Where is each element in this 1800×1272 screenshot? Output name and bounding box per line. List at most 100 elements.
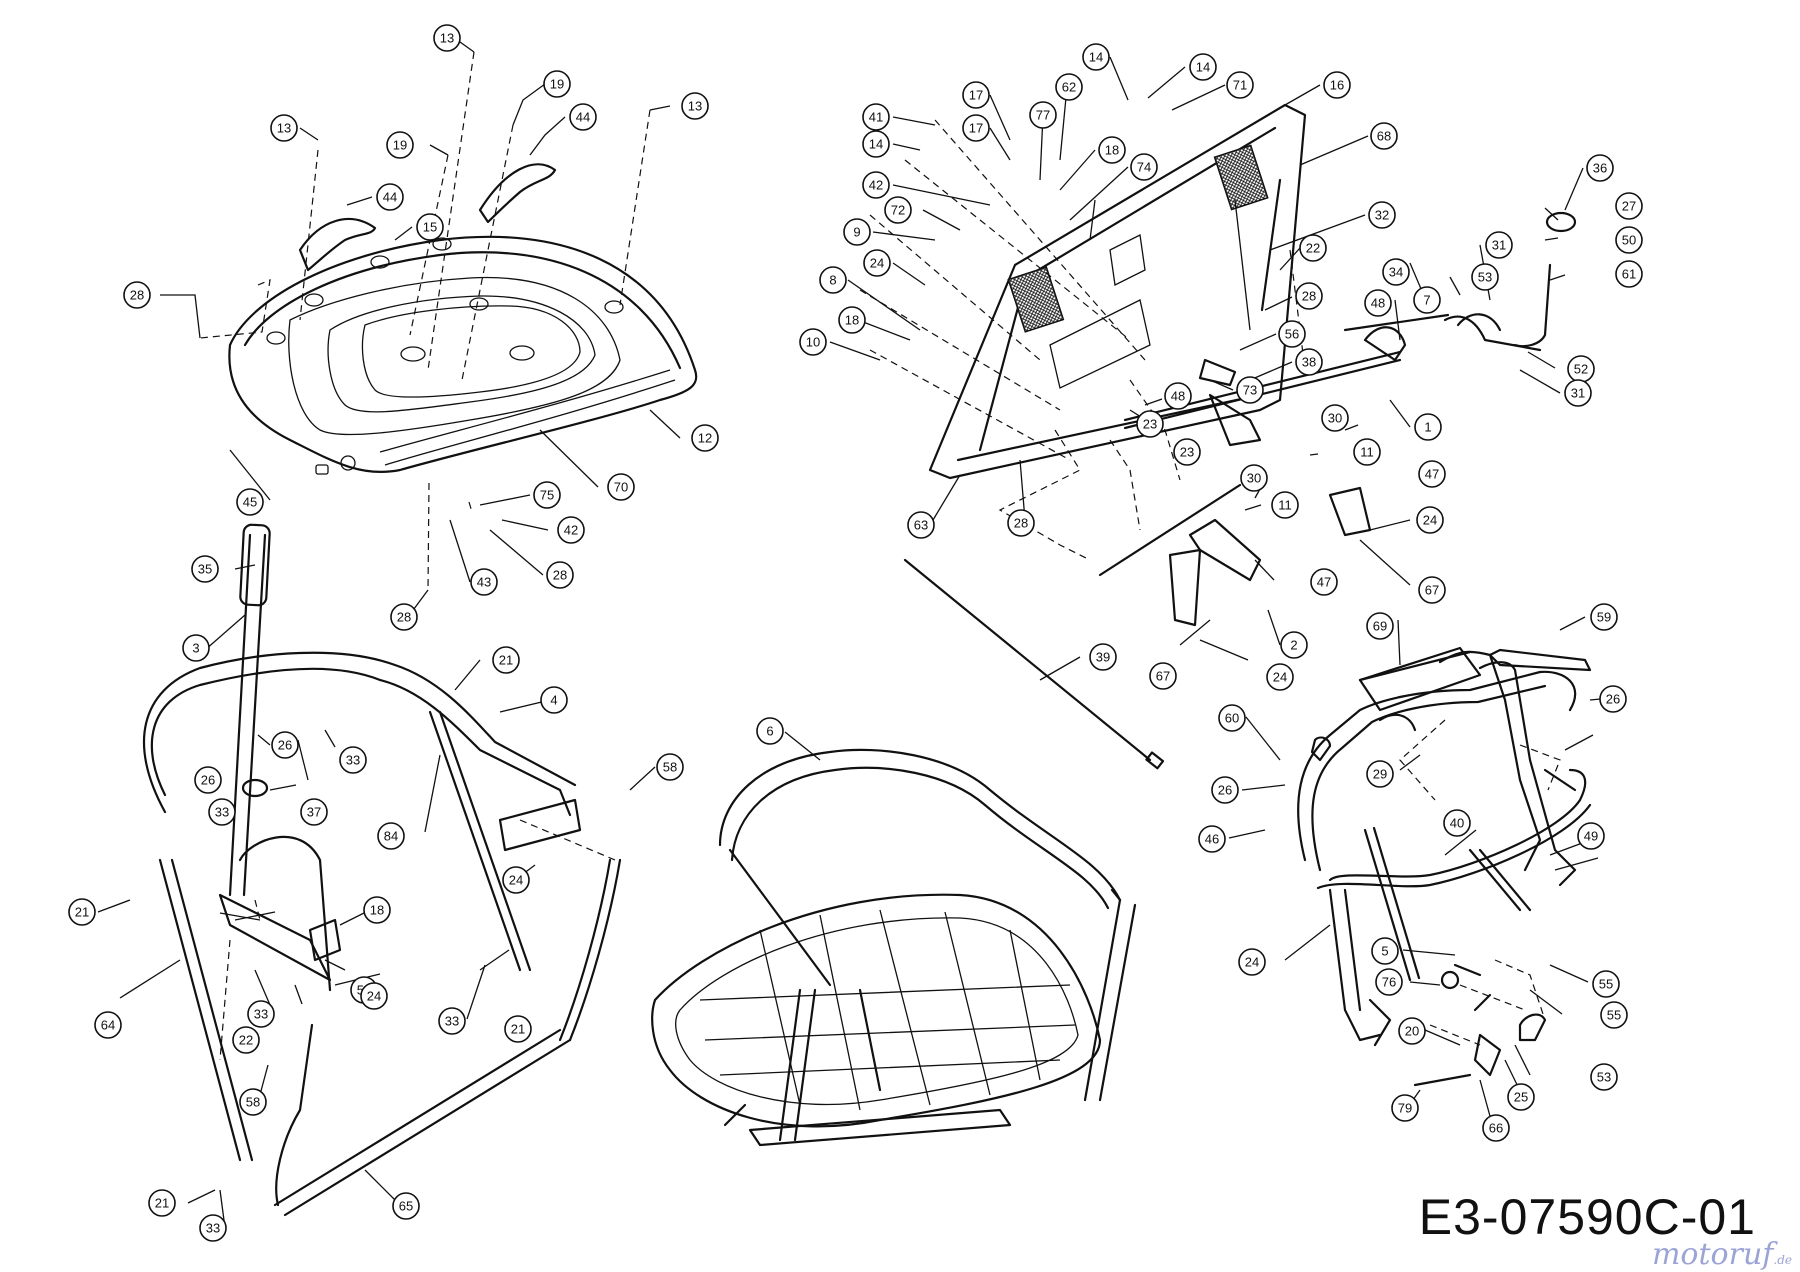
svg-text:62: 62 xyxy=(1062,80,1076,95)
callout: 24 xyxy=(1238,948,1266,976)
svg-text:33: 33 xyxy=(445,1014,459,1029)
svg-text:63: 63 xyxy=(914,518,928,533)
svg-text:13: 13 xyxy=(688,99,702,114)
callout: 67 xyxy=(1418,576,1446,604)
callout: 44 xyxy=(569,103,597,131)
callout: 49 xyxy=(1577,822,1605,850)
callout: 44 xyxy=(376,183,404,211)
svg-text:77: 77 xyxy=(1036,108,1050,123)
callout: 1 xyxy=(1414,413,1442,441)
svg-text:28: 28 xyxy=(130,288,144,303)
callout: 3 xyxy=(182,634,210,662)
callout: 7 xyxy=(1413,286,1441,314)
seat-plate-assembly xyxy=(859,103,1577,627)
svg-text:33: 33 xyxy=(206,1221,220,1236)
callout: 15 xyxy=(416,213,444,241)
svg-text:16: 16 xyxy=(1330,78,1344,93)
svg-text:8: 8 xyxy=(829,273,836,288)
svg-text:24: 24 xyxy=(1423,513,1437,528)
callout: 26 xyxy=(194,766,222,794)
fender-cover-assembly xyxy=(199,51,698,591)
callout: 9 xyxy=(843,218,871,246)
svg-text:71: 71 xyxy=(1233,78,1247,93)
svg-text:35: 35 xyxy=(198,562,212,577)
callout: 16 xyxy=(1323,71,1351,99)
callout: 53 xyxy=(1590,1063,1618,1091)
svg-text:58: 58 xyxy=(246,1095,260,1110)
svg-text:26: 26 xyxy=(1606,692,1620,707)
callout: 33 xyxy=(247,1000,275,1028)
callout: 28 xyxy=(1007,509,1035,537)
svg-text:56: 56 xyxy=(1285,327,1299,342)
svg-text:65: 65 xyxy=(399,1199,413,1214)
callout: 61 xyxy=(1615,260,1643,288)
svg-text:15: 15 xyxy=(423,220,437,235)
callout: 11 xyxy=(1271,491,1299,519)
callout: 73 xyxy=(1236,376,1264,404)
svg-text:2: 2 xyxy=(1290,638,1297,653)
svg-text:75: 75 xyxy=(540,488,554,503)
svg-text:55: 55 xyxy=(1607,1008,1621,1023)
callout: 71 xyxy=(1226,71,1254,99)
svg-text:74: 74 xyxy=(1137,160,1151,175)
callout: 65 xyxy=(392,1192,420,1220)
callout: 21 xyxy=(148,1189,176,1217)
svg-text:19: 19 xyxy=(393,138,407,153)
svg-text:3: 3 xyxy=(192,641,199,656)
svg-text:25: 25 xyxy=(1514,1090,1528,1105)
callout: 69 xyxy=(1366,612,1394,640)
svg-text:4: 4 xyxy=(550,693,557,708)
svg-text:50: 50 xyxy=(1622,233,1636,248)
svg-text:67: 67 xyxy=(1425,583,1439,598)
watermark-logo: motoruf.de xyxy=(1652,1237,1792,1272)
svg-text:18: 18 xyxy=(370,903,384,918)
callout: 56 xyxy=(1278,320,1306,348)
callout: 20 xyxy=(1398,1017,1426,1045)
callout: 33 xyxy=(199,1214,227,1242)
svg-text:14: 14 xyxy=(869,137,883,152)
callout: 2 xyxy=(1280,631,1308,659)
svg-text:42: 42 xyxy=(869,178,883,193)
callout: 77 xyxy=(1029,101,1057,129)
callout: 13 xyxy=(681,92,709,120)
callout: 68 xyxy=(1370,122,1398,150)
svg-text:21: 21 xyxy=(75,905,89,920)
callout: 60 xyxy=(1218,704,1246,732)
callout: 24 xyxy=(360,982,388,1010)
callout: 45 xyxy=(236,488,264,516)
svg-text:76: 76 xyxy=(1382,975,1396,990)
svg-text:70: 70 xyxy=(614,480,628,495)
callout: 30 xyxy=(1321,404,1349,432)
callout: 19 xyxy=(386,131,414,159)
callout: 33 xyxy=(208,798,236,826)
callout: 4 xyxy=(540,686,568,714)
callout: 21 xyxy=(492,646,520,674)
callout: 55 xyxy=(1600,1001,1628,1029)
svg-text:42: 42 xyxy=(564,523,578,538)
callout: 24 xyxy=(1266,663,1294,691)
callout: 40 xyxy=(1443,809,1471,837)
svg-text:52: 52 xyxy=(1574,362,1588,377)
callout: 26 xyxy=(1599,685,1627,713)
svg-text:29: 29 xyxy=(1373,767,1387,782)
svg-text:21: 21 xyxy=(155,1196,169,1211)
svg-text:61: 61 xyxy=(1622,267,1636,282)
svg-text:9: 9 xyxy=(853,225,860,240)
svg-text:39: 39 xyxy=(1096,650,1110,665)
svg-text:44: 44 xyxy=(576,110,590,125)
callout: 30 xyxy=(1240,464,1268,492)
callout: 21 xyxy=(504,1015,532,1043)
callout: 35 xyxy=(191,555,219,583)
svg-text:64: 64 xyxy=(101,1018,115,1033)
svg-text:21: 21 xyxy=(511,1022,525,1037)
callout: 8 xyxy=(819,266,847,294)
callout: 46 xyxy=(1198,825,1226,853)
svg-text:24: 24 xyxy=(1273,670,1287,685)
callout: 75 xyxy=(533,481,561,509)
svg-text:31: 31 xyxy=(1571,386,1585,401)
svg-text:84: 84 xyxy=(384,829,398,844)
svg-text:40: 40 xyxy=(1450,816,1464,831)
svg-text:33: 33 xyxy=(254,1007,268,1022)
svg-text:60: 60 xyxy=(1225,711,1239,726)
callout: 21 xyxy=(68,898,96,926)
